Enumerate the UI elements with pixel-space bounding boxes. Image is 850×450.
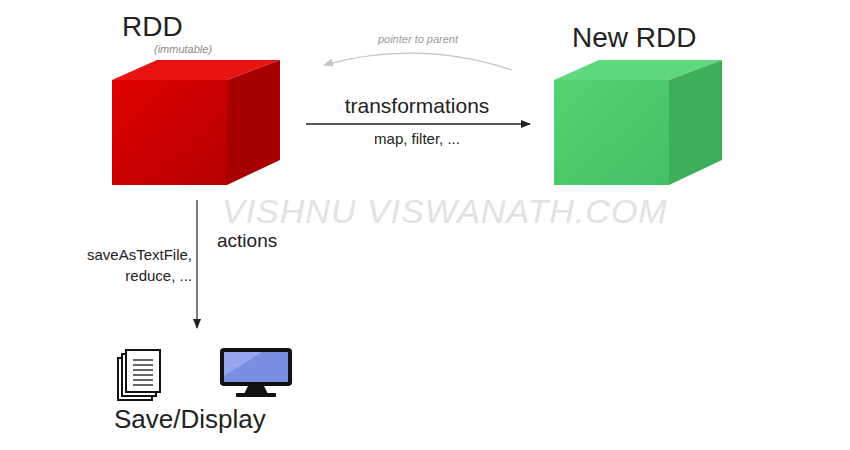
cube-shape xyxy=(112,60,284,188)
node-title: New RDD xyxy=(572,22,732,54)
output-node: Save/Display xyxy=(112,346,318,442)
rdd-cube: New RDD xyxy=(554,22,732,190)
transform-examples: map, filter, ... xyxy=(374,130,460,147)
node-title: RDD xyxy=(122,12,290,42)
arrow-connector xyxy=(196,200,197,328)
node-title: Save/Display xyxy=(114,404,318,434)
node-subtitle: (immutable) xyxy=(154,42,290,56)
arrow-connector xyxy=(324,53,512,70)
watermark: VISHNU VISWANATH.COM xyxy=(222,192,668,231)
cube-shape xyxy=(554,60,726,188)
rdd-cube: RDD(immutable) xyxy=(112,12,290,190)
edge-label: actions xyxy=(217,230,277,252)
edge-label: transformations xyxy=(345,94,490,118)
edge-label: pointer to parent xyxy=(375,33,461,45)
arrow-connector xyxy=(306,123,530,125)
action-examples: saveAsTextFile, reduce, ... xyxy=(52,244,192,286)
save-display-icons xyxy=(112,346,312,402)
